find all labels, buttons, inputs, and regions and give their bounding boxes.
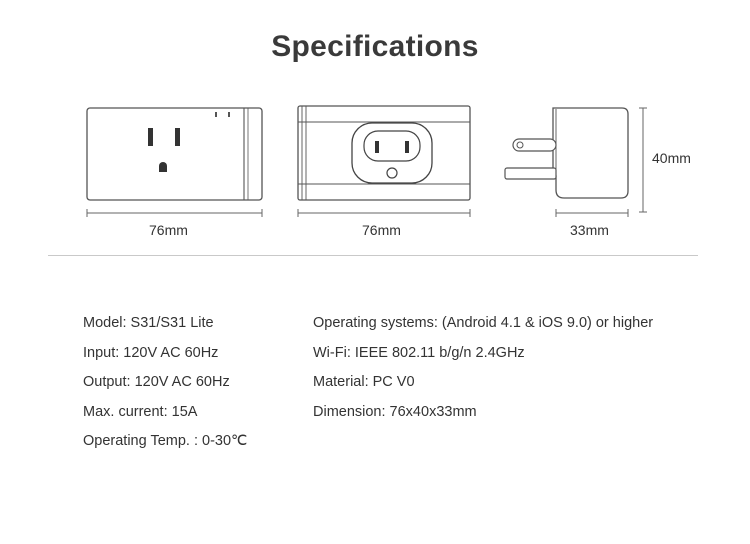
specs-right-column: Operating systems: (Android 4.1 & iOS 9.… (313, 313, 653, 431)
front-view-drawing (86, 107, 263, 201)
section-divider (48, 255, 698, 256)
front-width-dimension-line (86, 209, 263, 217)
spec-wifi: Wi-Fi: IEEE 802.11 b/g/n 2.4GHz (313, 344, 525, 361)
profile-depth-dimension-line (555, 209, 629, 217)
spec-operating-temp: Operating Temp. : 0-30℃ (83, 433, 248, 449)
specs-left-column: Model: S31/S31 Lite Input: 120V AC 60Hz … (83, 313, 247, 461)
spec-max-current: Max. current: 15A (83, 403, 198, 420)
front-width-label: 76mm (149, 222, 188, 238)
profile-view-drawing (504, 107, 629, 199)
spec-model: Model: S31/S31 Lite (83, 315, 214, 331)
side-width-label: 76mm (362, 222, 401, 238)
page-title: Specifications (271, 30, 479, 63)
profile-depth-label: 33mm (570, 222, 609, 238)
spec-dimension: Dimension: 76x40x33mm (313, 403, 477, 420)
profile-height-label: 40mm (652, 150, 691, 166)
side-view-drawing (297, 105, 471, 201)
product-drawings (86, 105, 647, 217)
spec-output: Output: 120V AC 60Hz (83, 374, 230, 390)
spec-operating-systems: Operating systems: (Android 4.1 & iOS 9.… (313, 315, 654, 331)
side-width-dimension-line (297, 209, 471, 217)
spec-material: Material: PC V0 (313, 374, 415, 390)
profile-height-dimension-line (639, 107, 647, 213)
spec-input: Input: 120V AC 60Hz (83, 344, 219, 361)
